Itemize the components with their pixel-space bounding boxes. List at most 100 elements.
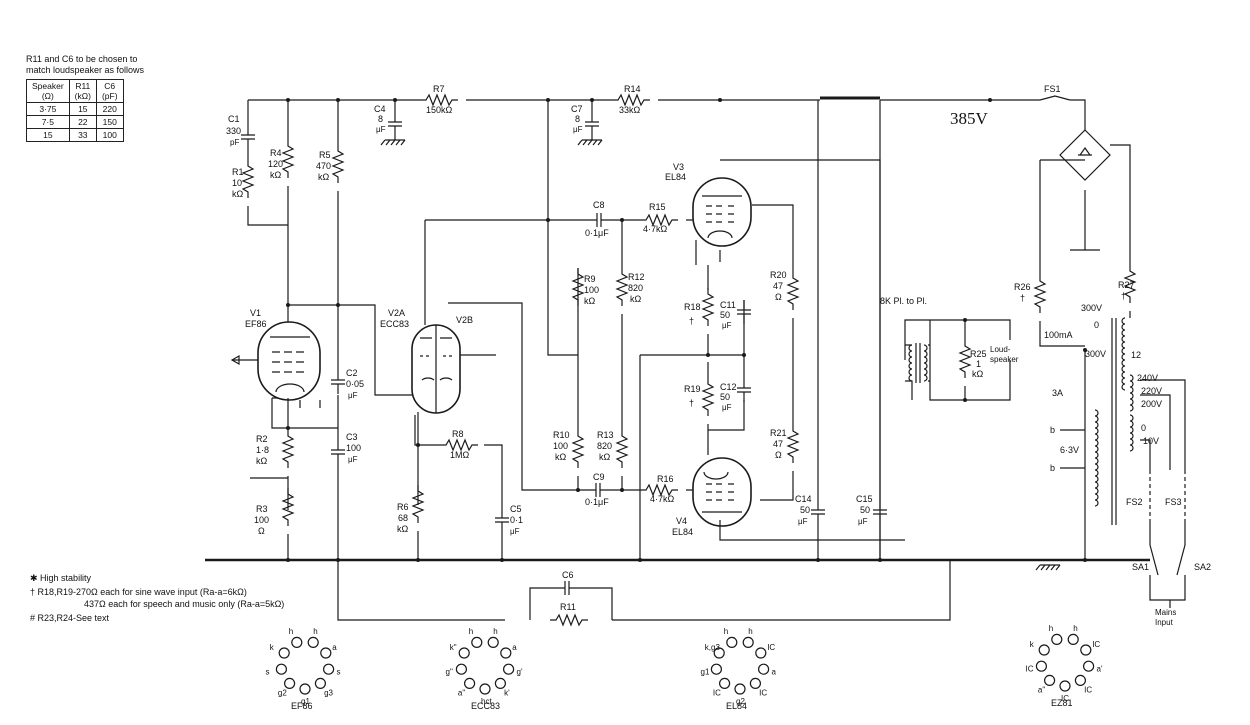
pin-circle [455,663,467,675]
pin-label: IC [759,689,767,698]
pin-label: a' [1097,664,1103,673]
pin-circle [718,677,731,690]
pin-label: h [289,627,293,636]
label-c11-value: 50 [720,310,730,320]
label-100ma: 100mA [1044,330,1073,340]
capacitor-c9 [585,482,611,498]
capacitor-c5 [494,507,510,533]
mains-transformer [1094,317,1134,525]
capacitor-c8 [586,212,612,228]
tube-v3 [692,177,752,247]
label-r6-unit: kΩ [397,524,409,534]
resistor-r20 [787,271,799,311]
fuse-fs1 [1039,95,1071,101]
label-r16-value: 4·7kΩ [650,494,675,504]
label-r2-unit: kΩ [256,456,268,466]
resistor-r12 [616,267,628,307]
label-b2: b [1050,463,1055,473]
pin-circle [278,647,290,659]
table-cell: 100 [95,128,124,142]
pin-label: h [1049,624,1053,633]
label-r2-name: R2 [256,434,268,444]
pin-circle [1082,660,1095,672]
table-header-c6: C6 (pF) [95,79,124,103]
pin-circle [500,647,512,659]
table-header-r11: R11 (kΩ) [68,79,97,103]
label-c1-value: 330 [226,126,241,136]
label-c2-unit: μF [348,391,358,400]
label-c15-name: C15 [856,494,873,504]
ground-symbol [1035,564,1061,571]
tube-labels: V1 EF86 V2A ECC83 V2B V3 EL84 V4 EL84 [245,162,693,537]
pin-label: g2 [736,697,745,706]
label-c5-name: C5 [510,504,522,514]
label-c12-value: 50 [720,392,730,402]
label-r5-value: 470 [316,161,331,171]
label-r12-name: R12 [628,272,645,282]
label-r20-unit: Ω [775,292,782,302]
pin-label: g2 [278,689,287,698]
pin-diagram-label: EZ81 [1051,698,1073,708]
label-r26-mark: † [1020,293,1025,303]
pin-circle [1080,644,1092,656]
label-r4-name: R4 [270,148,282,158]
pin-circle [1043,674,1056,687]
resistor-r3 [282,487,294,527]
pin-label: g3 [324,689,333,698]
label-c5-value: 0·1 [510,515,523,525]
pin-label: k' [504,689,510,698]
label-r1-value: 10 [232,178,242,188]
label-r19-mark: † [689,398,694,408]
label-r20-name: R20 [770,270,787,280]
label-v4-name: V4 [676,516,687,526]
label-10v: 10V [1143,436,1159,446]
pin-circle [320,647,332,659]
label-v1-name: V1 [250,308,261,318]
pin-label: g1 [301,697,310,706]
pin-circle [471,636,483,649]
resistor-r19 [702,377,714,417]
pin-label: g" [446,667,453,676]
resistor-r18 [702,287,714,327]
label-c12-unit: μF [722,403,732,412]
table-header-row: Speaker (Ω) R11 (kΩ) C6 (pF) [26,79,124,103]
pin-label: h [724,627,728,636]
label-c9-value: 0·1μF [585,497,609,507]
resistor-r5 [332,144,344,184]
label-sa2: SA2 [1194,562,1211,572]
tube-v1 [257,321,321,401]
footnote-dagger-1: † R18,R19-270Ω each for sine wave input … [30,587,247,597]
pin-circle [1051,633,1063,646]
label-c3-unit: μF [348,455,358,464]
label-c5-unit: μF [510,527,520,536]
switch-sa2 [1176,544,1186,576]
pin-circle [734,683,746,695]
resistor-r25 [959,339,971,379]
resistor-r8 [439,439,479,451]
label-r1-unit: kΩ [232,189,244,199]
label-c9-name: C9 [593,472,605,482]
label-v2a-type: ECC83 [380,319,409,329]
label-r8-value: 1MΩ [450,450,470,460]
capacitor-c2 [330,369,346,395]
label-6-3v: 6·3V [1060,445,1079,455]
pin-circle [307,636,319,649]
resistor-r2 [282,429,294,469]
resistor-r11 [549,614,589,626]
capacitor-c6 [554,580,580,596]
pin-label: g' [517,667,523,676]
label-240v: 240V [1137,373,1158,383]
label-r19-name: R19 [684,384,701,394]
label-v2b-name: V2B [456,315,473,325]
pin-circle [713,647,725,659]
resistor-r4 [282,139,294,179]
pin-label: h [469,627,473,636]
label-r9-unit: kΩ [584,296,596,306]
label-r4-value: 120 [268,159,283,169]
label-r13-name: R13 [597,430,614,440]
label-r18-mark: † [689,316,694,326]
input-arrow-icon [230,354,240,366]
label-r25-unit: kΩ [972,369,984,379]
